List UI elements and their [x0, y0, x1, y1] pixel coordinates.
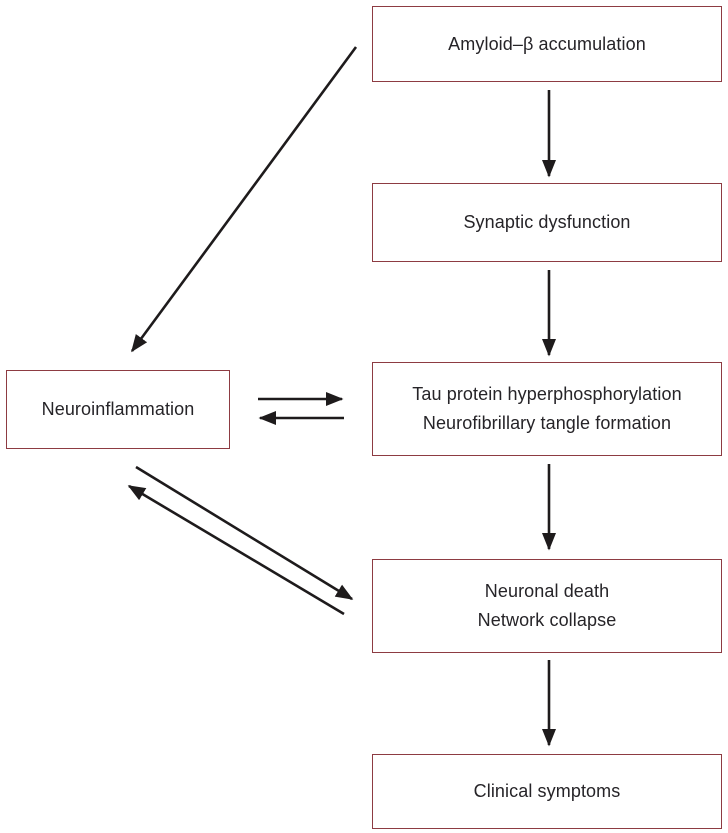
node-clinical-label: Clinical symptoms — [473, 781, 621, 801]
node-neuroinflammation: Neuroinflammation — [6, 370, 230, 449]
arrow-neuronal-to-neuroinflammation — [127, 484, 345, 616]
node-neuronal-label-line2: Network collapse — [477, 610, 617, 630]
node-clinical-symptoms: Clinical symptoms — [372, 754, 722, 829]
arrow-neuroinflammation-to-neuronal — [135, 465, 354, 601]
node-synaptic-dysfunction: Synaptic dysfunction — [372, 183, 722, 262]
node-tau-hyperphosphorylation: Tau protein hyperphosphorylation Neurofi… — [372, 362, 722, 456]
node-tau-label-line2: Neurofibrillary tangle formation — [422, 413, 672, 433]
node-neuronal-death-network-collapse: Neuronal death Network collapse — [372, 559, 722, 653]
node-synaptic-label: Synaptic dysfunction — [463, 212, 631, 232]
node-tau-label-line1: Tau protein hyperphosphorylation — [412, 384, 682, 404]
node-neuroinflammation-label: Neuroinflammation — [41, 399, 195, 419]
node-amyloid-label: Amyloid–β accumulation — [448, 33, 646, 54]
node-neuronal-label-line1: Neuronal death — [484, 581, 610, 601]
arrow-amyloid-to-neuroinflammation — [130, 46, 358, 353]
node-amyloid-beta-accumulation: Amyloid–β accumulation — [372, 6, 722, 82]
